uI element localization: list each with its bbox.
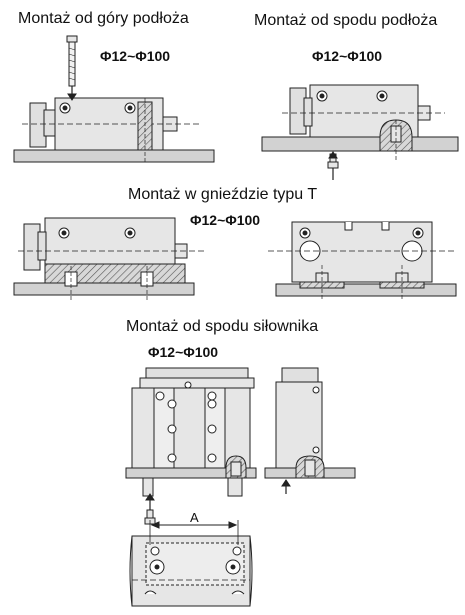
cylinder-body xyxy=(131,387,251,469)
bottom-mount-drawing xyxy=(261,84,459,180)
dimension-a-label: A xyxy=(190,510,199,525)
range-t-slot-mount: Φ12~Φ100 xyxy=(190,212,261,228)
base-plate xyxy=(125,467,257,479)
t-slot-front-drawing xyxy=(268,221,457,300)
top-plate xyxy=(145,367,249,379)
mounting-bolt xyxy=(146,509,154,519)
range-top-mount: Φ12~Φ100 xyxy=(100,48,171,64)
t-slot-side-drawing xyxy=(13,217,205,300)
cylinder-body xyxy=(44,217,176,265)
title-t-slot-mount: Montaż w gnieździe typu T xyxy=(128,186,318,203)
cylinder-bottom-side-drawing xyxy=(264,367,356,494)
cylinder-body xyxy=(275,381,323,469)
top-mount-drawing xyxy=(13,35,215,163)
mounting-bolt xyxy=(66,35,78,43)
title-cylinder-bottom-mount: Montaż od spodu siłownika xyxy=(126,318,319,335)
range-cylinder-bottom-mount: Φ12~Φ100 xyxy=(148,344,219,360)
title-bottom-mount: Montaż od spodu podłoża xyxy=(254,12,438,29)
base-plate xyxy=(13,282,195,296)
base-plate xyxy=(261,136,459,152)
plan-view-drawing xyxy=(129,520,253,607)
title-top-mount: Montaż od góry podłoża xyxy=(18,10,189,27)
base-plate xyxy=(13,149,215,163)
cylinder-bottom-front-drawing xyxy=(125,367,257,525)
range-bottom-mount: Φ12~Φ100 xyxy=(312,48,383,64)
